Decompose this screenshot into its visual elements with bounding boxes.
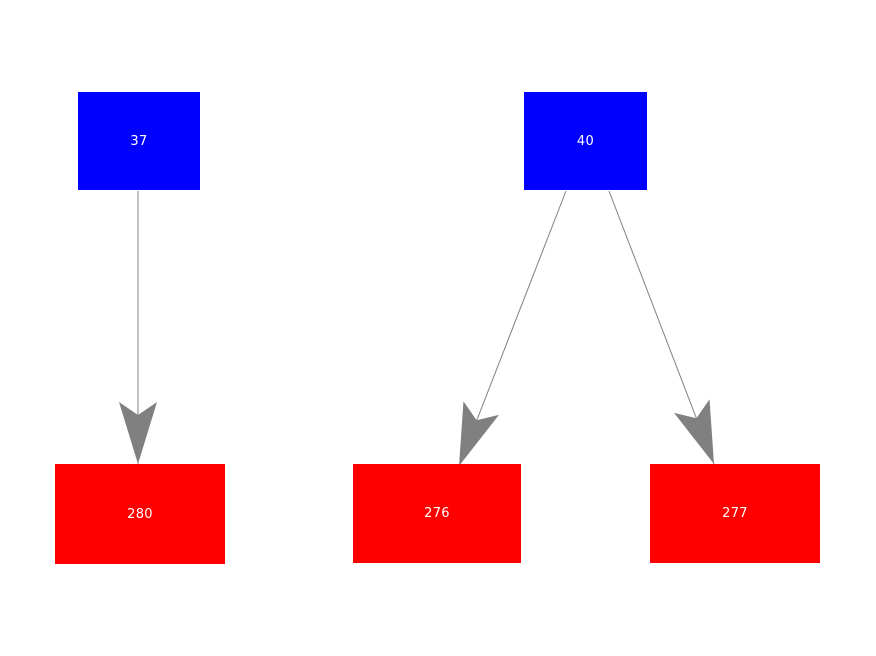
graph-node-40[interactable]: 40	[524, 92, 647, 190]
graph-node-37[interactable]: 37	[78, 92, 200, 190]
arrowheads-group	[119, 399, 714, 466]
graph-node-label: 276	[424, 506, 450, 521]
graph-node-label: 40	[576, 133, 595, 149]
graph-node-277[interactable]: 277	[650, 464, 820, 563]
arrowhead-icon	[459, 401, 499, 466]
arrowhead-icon	[119, 402, 157, 464]
graph-node-label: 280	[127, 506, 153, 522]
edge-lines-group	[137, 190, 715, 467]
graph-node-280[interactable]: 280	[55, 464, 225, 564]
edge-line	[458, 190, 567, 467]
arrowhead-icon	[674, 399, 714, 464]
graph-node-label: 277	[722, 506, 748, 521]
graph-node-276[interactable]: 276	[353, 464, 521, 563]
graph-node-label: 37	[130, 133, 148, 149]
